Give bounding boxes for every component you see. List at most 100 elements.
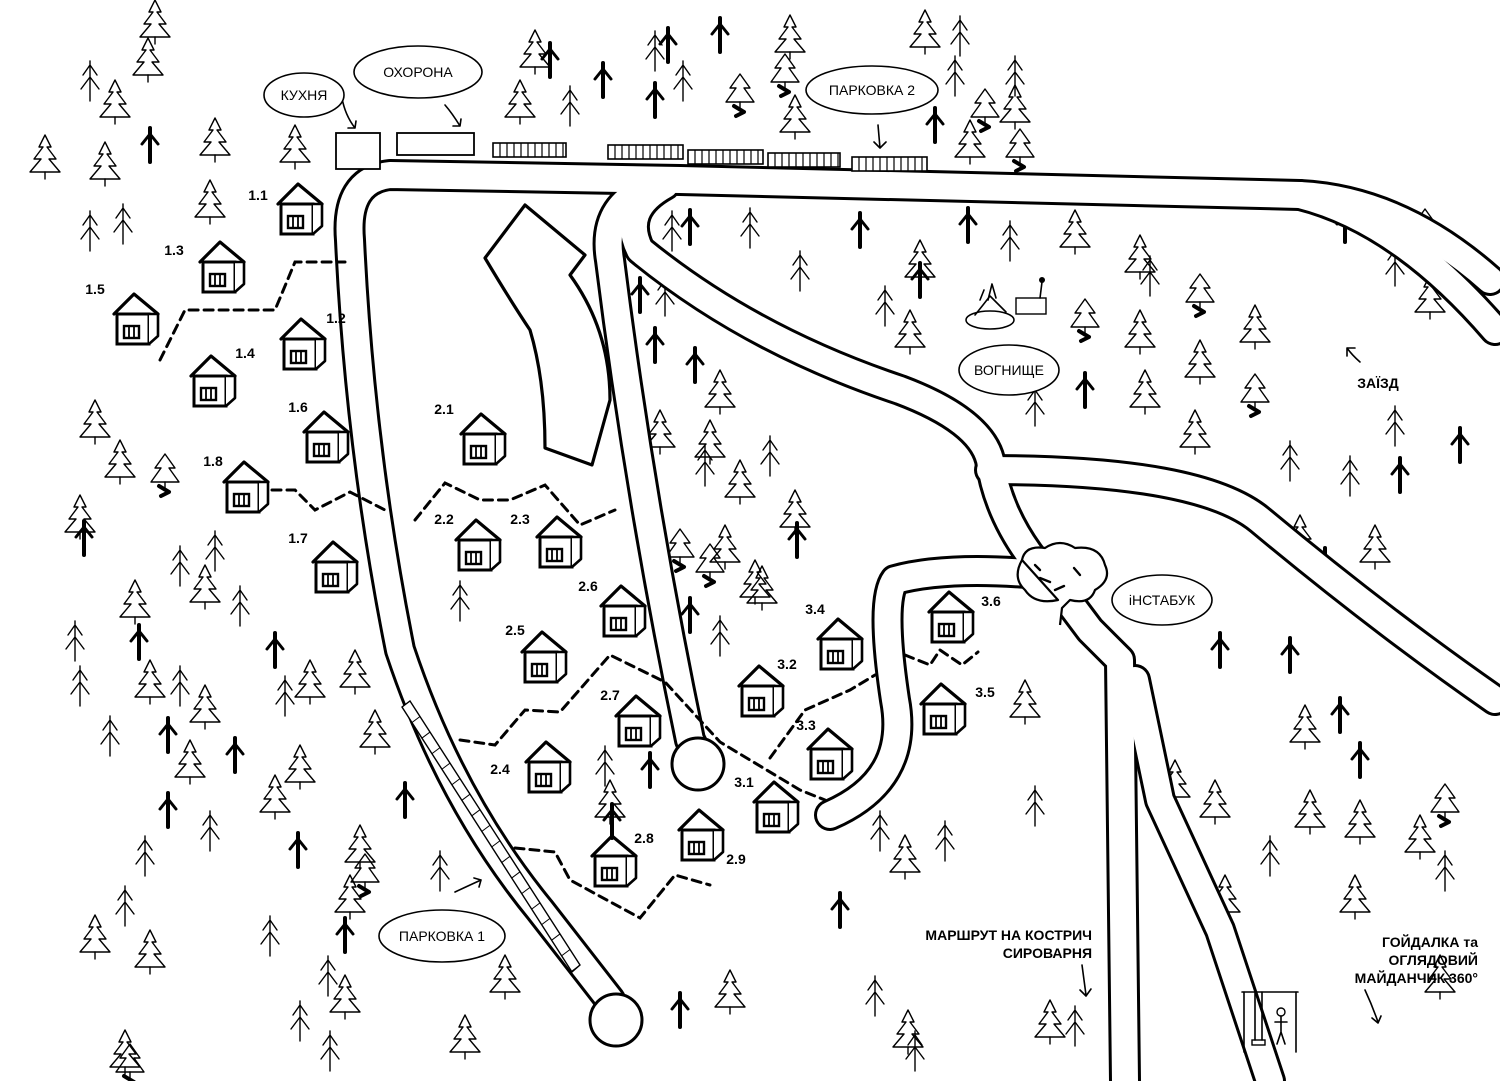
cabin-2-8: 2.8 [590,830,654,888]
tree-icon [113,203,133,245]
tree-icon [1289,704,1321,750]
fire-pit-icon [965,277,1047,330]
tree-icon [640,751,660,789]
tree-icon [1340,455,1360,497]
tree-icon [339,649,371,695]
tree-icon [1350,741,1370,779]
tree-icon [910,261,930,299]
cabin-number-label: 3.5 [975,684,995,700]
parking1-bubble [378,909,506,963]
tree-icon [275,675,295,717]
tree-icon [1075,371,1095,409]
tree-icon [850,211,870,249]
swing-label-line3: МАЙДАНЧИК 360° [1355,969,1478,986]
cabin-house-icon [524,740,572,794]
tree-icon [865,975,885,1017]
tree-icon [225,736,245,774]
tree-icon [260,915,280,957]
cabin-number-label: 2.6 [578,578,598,594]
kitchen-building [335,132,381,170]
tree-icon [134,659,166,705]
tree-icon [1005,55,1025,97]
cabin-number-label: 2.4 [490,761,510,777]
tree-icon [710,16,730,54]
tree-icon [673,60,693,102]
cabin-house-icon [302,410,350,464]
cabin-number-label: 2.7 [600,687,620,703]
tree-icon [925,106,945,144]
tree-icon [114,1042,146,1081]
tree-icon [909,9,941,55]
tree-icon [1429,782,1461,828]
instabook-label: іНСТАБУК [1129,592,1196,608]
tree-icon [894,309,926,355]
tree-icon [1239,304,1271,350]
cabin-1-8: 1.8 [203,453,270,514]
route-label-line1: МАРШРУТ НА КОСТРИЧ [925,927,1092,943]
security-label: ОХОРОНА [383,64,453,80]
tree-icon [104,439,136,485]
cabin-1-4: 1.4 [189,345,255,408]
tree-icon [65,620,85,662]
tree-icon [1210,631,1230,669]
tree-icon [1025,785,1045,827]
cabin-house-icon [454,518,502,572]
cabin-number-label: 1.1 [248,187,268,203]
tree-icon [519,29,551,75]
kitchen-bubble [263,72,345,118]
cabin-2-7: 2.7 [600,687,662,748]
parking1-strip [401,699,581,974]
cabin-number-label: 2.1 [434,401,454,417]
tree-icon [1280,636,1300,674]
tree-icon [875,285,895,327]
instabook-bubble [1111,574,1213,626]
cabin-house-icon [189,354,237,408]
tree-icon [724,72,756,118]
cabin-house-icon [198,240,246,294]
cabin-number-label: 1.6 [288,399,308,415]
tree-icon [265,631,285,669]
tree-icon [892,1009,924,1055]
cabin-house-icon [927,590,975,644]
tree-icon [139,0,171,45]
tree-icon [279,124,311,170]
tree-icon [769,52,801,98]
cabin-number-label: 1.2 [326,310,346,326]
tree-icon [779,94,811,140]
cabin-2-5: 2.5 [505,622,568,684]
tree-icon [119,579,151,625]
tree-icon [100,715,120,757]
cabin-number-label: 2.9 [726,851,746,867]
cabin-house-icon [276,182,324,236]
tree-icon [774,14,806,60]
tree-icon [335,916,355,954]
tree-icon [830,891,850,929]
tree-icon [359,709,391,755]
tree-icon [290,1000,310,1042]
tree-icon [450,580,470,622]
parking-spots [492,142,928,172]
cabin-house-icon [535,515,583,569]
tree-icon [170,665,190,707]
cabin-house-icon [752,780,800,834]
tree-icon [284,744,316,790]
security-building [396,132,475,156]
tree-icon [1404,814,1436,860]
tree-icon [349,852,381,898]
tree-icon [89,141,121,187]
tree-icon [1330,696,1350,734]
cabin-number-label: 2.3 [510,511,530,527]
tree-icon [1129,369,1161,415]
cabin-1-7: 1.7 [288,530,359,594]
tree-icon [1179,409,1211,455]
cabin-number-label: 3.3 [796,717,816,733]
cabin-number-label: 1.4 [235,345,255,361]
parking-bay-3 [687,149,764,165]
cabin-2-6: 2.6 [578,578,647,638]
tree-icon [132,37,164,83]
cabin-3-4: 3.4 [805,601,864,671]
tree-icon [945,55,965,97]
cabin-number-label: 2.5 [505,622,525,638]
cabin-house-icon [459,412,507,466]
